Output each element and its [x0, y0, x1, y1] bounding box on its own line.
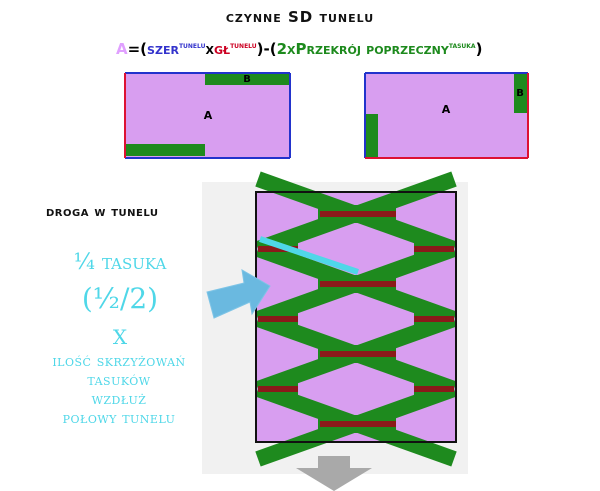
- formula-szer: szer: [147, 40, 179, 58]
- cross-section-right-label-a: A: [442, 103, 451, 116]
- crossing-marker: [320, 351, 396, 357]
- cross-section-left-label-b: B: [243, 74, 251, 85]
- edge-crossing-marker: [414, 246, 454, 252]
- formula-rest: 2xPrzekrój poprzeczny: [276, 40, 449, 58]
- page-title: czynne SD tunelu: [225, 8, 375, 26]
- edge-crossing-marker: [414, 316, 454, 322]
- cross-section-left-tasuk-top: [205, 73, 290, 85]
- road-line-5: tasuków: [87, 371, 151, 389]
- formula-close: ): [475, 40, 483, 58]
- edge-crossing-marker: [258, 246, 298, 252]
- cross-section-right-tasuk-right: [514, 73, 527, 113]
- formula-gl: gł: [214, 40, 231, 58]
- formula-eq-open: =(: [127, 40, 148, 58]
- formula: A=(szertuneluxgłtunelu)-(2xPrzekrój popr…: [116, 40, 482, 58]
- road-line-quarter: ¼ tasuka: [73, 250, 167, 275]
- pointer-arrow-icon: [206, 269, 271, 319]
- road-line-fraction: (½/2): [81, 282, 159, 315]
- crossing-marker: [320, 281, 396, 287]
- quarter-tasuk-highlight: [259, 236, 359, 275]
- road-line-times: x: [112, 318, 128, 351]
- road-line-4: ilość skrzyżowań: [52, 352, 186, 370]
- cross-section-right-tasuk-left: [366, 114, 378, 157]
- edge-crossing-marker: [258, 316, 298, 322]
- formula-tasuka-sup: tasuka: [448, 41, 476, 50]
- cross-section-left-tasuk-bottom: [125, 144, 205, 156]
- formula-a: A: [116, 40, 128, 58]
- cross-section-left-area: [125, 73, 290, 158]
- formula-times: x: [205, 40, 214, 58]
- road-line-description: ilość skrzyżowań tasuków wzdłuż połowy t…: [14, 352, 224, 428]
- crossing-marker: [320, 421, 396, 427]
- cross-section-right-area: [365, 73, 528, 158]
- cross-section-left-label-a: A: [204, 109, 213, 122]
- tunnel-pattern: [255, 171, 457, 467]
- edge-crossing-marker: [414, 386, 454, 392]
- road-line-7: połowy tunelu: [62, 409, 176, 427]
- road-line-6: wzdłuż: [91, 390, 147, 408]
- cross-section-right-label-b: B: [516, 88, 524, 99]
- formula-tunelu-sup-1: tunelu: [178, 41, 206, 50]
- cross-section-left: A B: [124, 72, 291, 159]
- tunnel-outline: [255, 191, 457, 443]
- crossing-marker: [320, 211, 396, 217]
- road-title: droga w tunelu: [46, 204, 159, 220]
- formula-mid: )-(: [256, 40, 277, 58]
- formula-tunelu-sup-2: tunelu: [230, 41, 257, 50]
- edge-crossing-marker: [258, 386, 298, 392]
- down-arrow-icon: [296, 456, 372, 491]
- cross-section-right: A B: [364, 72, 529, 159]
